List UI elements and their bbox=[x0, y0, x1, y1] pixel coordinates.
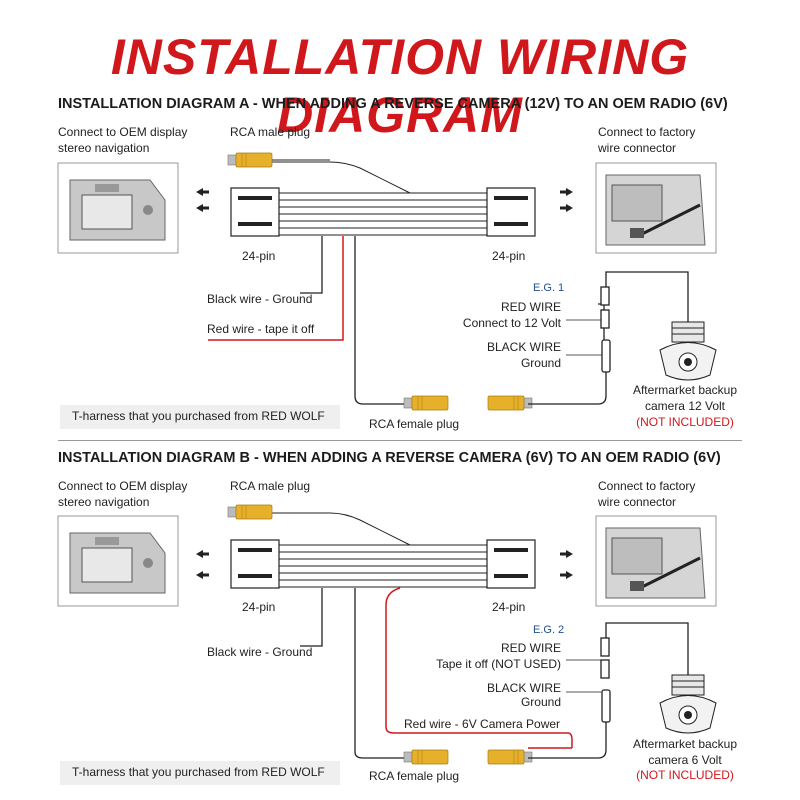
b-pin-right-label: 24-pin bbox=[492, 600, 526, 614]
b-rca-male-plug bbox=[227, 504, 273, 520]
a-rca-female-plug bbox=[403, 395, 449, 411]
b-camera-wires bbox=[566, 622, 689, 723]
a-pin-left-label: 24-pin bbox=[242, 249, 276, 263]
a-camera-label-1: Aftermarket backup bbox=[632, 383, 738, 397]
page-title: INSTALLATION WIRING DIAGRAM bbox=[110, 29, 690, 143]
b-connector-left bbox=[230, 539, 280, 589]
a-oem-display-icon bbox=[57, 162, 179, 254]
a-arrow-right-1 bbox=[560, 188, 573, 196]
a-cam-red-desc: Connect to 12 Volt bbox=[462, 316, 561, 330]
b-red-power-wire bbox=[385, 587, 573, 748]
a-red-wire bbox=[208, 236, 344, 341]
a-connector-right bbox=[486, 187, 536, 237]
b-not-included-label: (NOT INCLUDED) bbox=[636, 768, 734, 782]
a-video-wire bbox=[354, 236, 404, 405]
b-harness-label: T-harness that you purchased from RED WO… bbox=[72, 765, 325, 779]
diagram-a-heading: INSTALLATION DIAGRAM A - WHEN ADDING A R… bbox=[58, 96, 728, 112]
a-pin-right-label: 24-pin bbox=[492, 249, 526, 263]
b-oem-display-icon bbox=[57, 515, 179, 607]
a-not-included-label: (NOT INCLUDED) bbox=[636, 415, 734, 429]
b-arrow-right-1 bbox=[560, 550, 573, 558]
b-cam-red-wire-label: RED WIRE bbox=[501, 641, 561, 655]
b-camera-label-1: Aftermarket backup bbox=[632, 737, 738, 751]
a-black-wire-label: Black wire - Ground bbox=[207, 292, 313, 306]
a-black-wire bbox=[300, 236, 323, 294]
a-rca-male-plug bbox=[227, 152, 273, 168]
b-black-wire bbox=[300, 588, 323, 647]
b-camera-label-2: camera 6 Volt bbox=[648, 753, 722, 767]
b-arrow-left-2 bbox=[196, 571, 209, 579]
diagram-b-heading: INSTALLATION DIAGRAM B - WHEN ADDING A R… bbox=[58, 450, 721, 466]
b-black-wire-label: Black wire - Ground bbox=[207, 645, 313, 659]
b-harness-banner: T-harness that you purchased from RED WO… bbox=[60, 761, 340, 785]
b-rca-male-label: RCA male plug bbox=[230, 479, 311, 493]
b-red-power-label: Red wire - 6V Camera Power bbox=[404, 717, 561, 731]
a-arrow-left-2 bbox=[196, 204, 209, 212]
b-rca-female-plug bbox=[403, 749, 449, 765]
b-cam-black-desc: Ground bbox=[520, 695, 561, 709]
b-harness-wires bbox=[272, 512, 487, 588]
a-connector-left bbox=[230, 187, 280, 237]
b-cam-red-desc: Tape it off (NOT USED) bbox=[436, 657, 561, 671]
b-camera-icon bbox=[659, 674, 717, 734]
a-red-wire-label: Red wire - tape it off bbox=[207, 322, 315, 336]
b-factory-label-2: wire connector bbox=[598, 495, 677, 509]
b-connector-right bbox=[486, 539, 536, 589]
a-factory-connector-icon bbox=[595, 162, 717, 254]
a-arrow-right-2 bbox=[560, 204, 573, 212]
a-eg-label: E.G. 1 bbox=[533, 282, 565, 294]
a-camera-icon bbox=[659, 321, 717, 381]
a-arrow-left-1 bbox=[196, 188, 209, 196]
b-arrow-left-1 bbox=[196, 550, 209, 558]
section-divider bbox=[58, 440, 742, 441]
b-video-wire bbox=[354, 588, 404, 759]
a-factory-label-1: Connect to factory bbox=[598, 125, 696, 139]
a-camera-label-2: camera 12 Volt bbox=[644, 399, 726, 413]
b-factory-label-1: Connect to factory bbox=[598, 479, 696, 493]
b-eg-label: E.G. 2 bbox=[533, 624, 565, 636]
a-oem-display-label-2: stereo navigation bbox=[58, 141, 150, 155]
b-cam-black-wire-label: BLACK WIRE bbox=[486, 681, 561, 695]
a-harness-wires bbox=[260, 161, 487, 236]
b-rca-female-label: RCA female plug bbox=[369, 769, 460, 783]
a-oem-display-label-1: Connect to OEM display bbox=[58, 125, 188, 139]
a-rca-female-label: RCA female plug bbox=[369, 417, 460, 431]
b-oem-display-label-1: Connect to OEM display bbox=[58, 479, 188, 493]
a-factory-label-2: wire connector bbox=[598, 141, 677, 155]
a-cam-black-wire-label: BLACK WIRE bbox=[486, 340, 561, 354]
b-oem-display-label-2: stereo navigation bbox=[58, 495, 150, 509]
b-factory-connector-icon bbox=[595, 515, 717, 607]
a-camera-wires bbox=[566, 271, 689, 373]
a-cam-black-desc: Ground bbox=[520, 356, 561, 370]
b-arrow-right-2 bbox=[560, 571, 573, 579]
a-harness-label: T-harness that you purchased from RED WO… bbox=[72, 409, 325, 423]
a-rca-male-label: RCA male plug bbox=[230, 125, 311, 139]
a-harness-banner: T-harness that you purchased from RED WO… bbox=[60, 405, 340, 429]
a-cam-red-wire-label: RED WIRE bbox=[501, 300, 561, 314]
b-pin-left-label: 24-pin bbox=[242, 600, 276, 614]
